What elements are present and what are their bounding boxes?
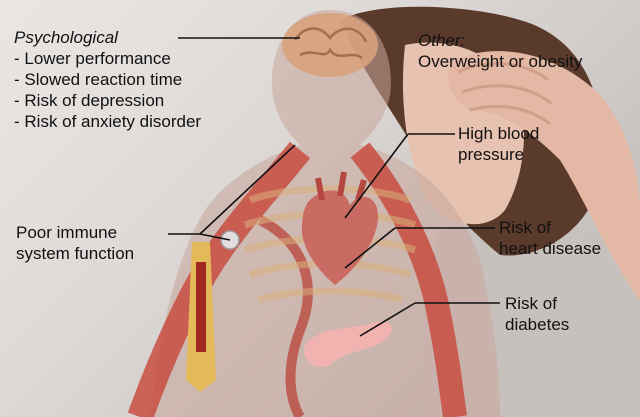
heart (301, 190, 379, 285)
psychological-item: - Risk of anxiety disorder (14, 112, 202, 131)
label-line: Risk of (505, 294, 557, 313)
heart-vessels (315, 171, 367, 201)
heart-disease-label: Risk of heart disease (499, 217, 601, 259)
label-line: High blood (458, 124, 540, 143)
label-line: diabetes (505, 315, 570, 334)
leader-immune-3 (199, 233, 231, 241)
label-line: Poor immune (16, 223, 118, 242)
diabetes-label: Risk of diabetes (505, 293, 569, 335)
label-line: heart disease (499, 239, 602, 258)
label-line: pressure (458, 145, 525, 164)
immune-function-label: Poor immune system function (16, 222, 134, 264)
woman-arm (447, 51, 640, 301)
leader-blood-pressure-diag (344, 133, 409, 219)
bone-marrow (196, 262, 206, 352)
label-line: Risk of (499, 218, 551, 237)
other-text: Overweight or obesity (418, 52, 583, 71)
other-title: Other: (418, 31, 466, 50)
leader-immune-2 (199, 144, 296, 235)
high-blood-pressure-label: High blood pressure (458, 123, 539, 165)
label-line: system function (16, 244, 135, 263)
psychological-item: - Slowed reaction time (14, 70, 183, 89)
brain-folds (293, 27, 368, 60)
leader-diabetes-diag (359, 302, 416, 337)
psychological-title: Psychological (14, 28, 118, 47)
psychological-label: Psychological - Lower performance - Slow… (14, 27, 201, 132)
woman-fingers (457, 62, 553, 126)
pancreas (304, 321, 393, 368)
psychological-item: - Risk of depression (14, 91, 165, 110)
leader-heart-disease-diag (344, 227, 396, 269)
psychological-item: - Lower performance (14, 49, 171, 68)
brain (282, 13, 378, 77)
other-label: Other: Overweight or obesity (418, 30, 582, 72)
